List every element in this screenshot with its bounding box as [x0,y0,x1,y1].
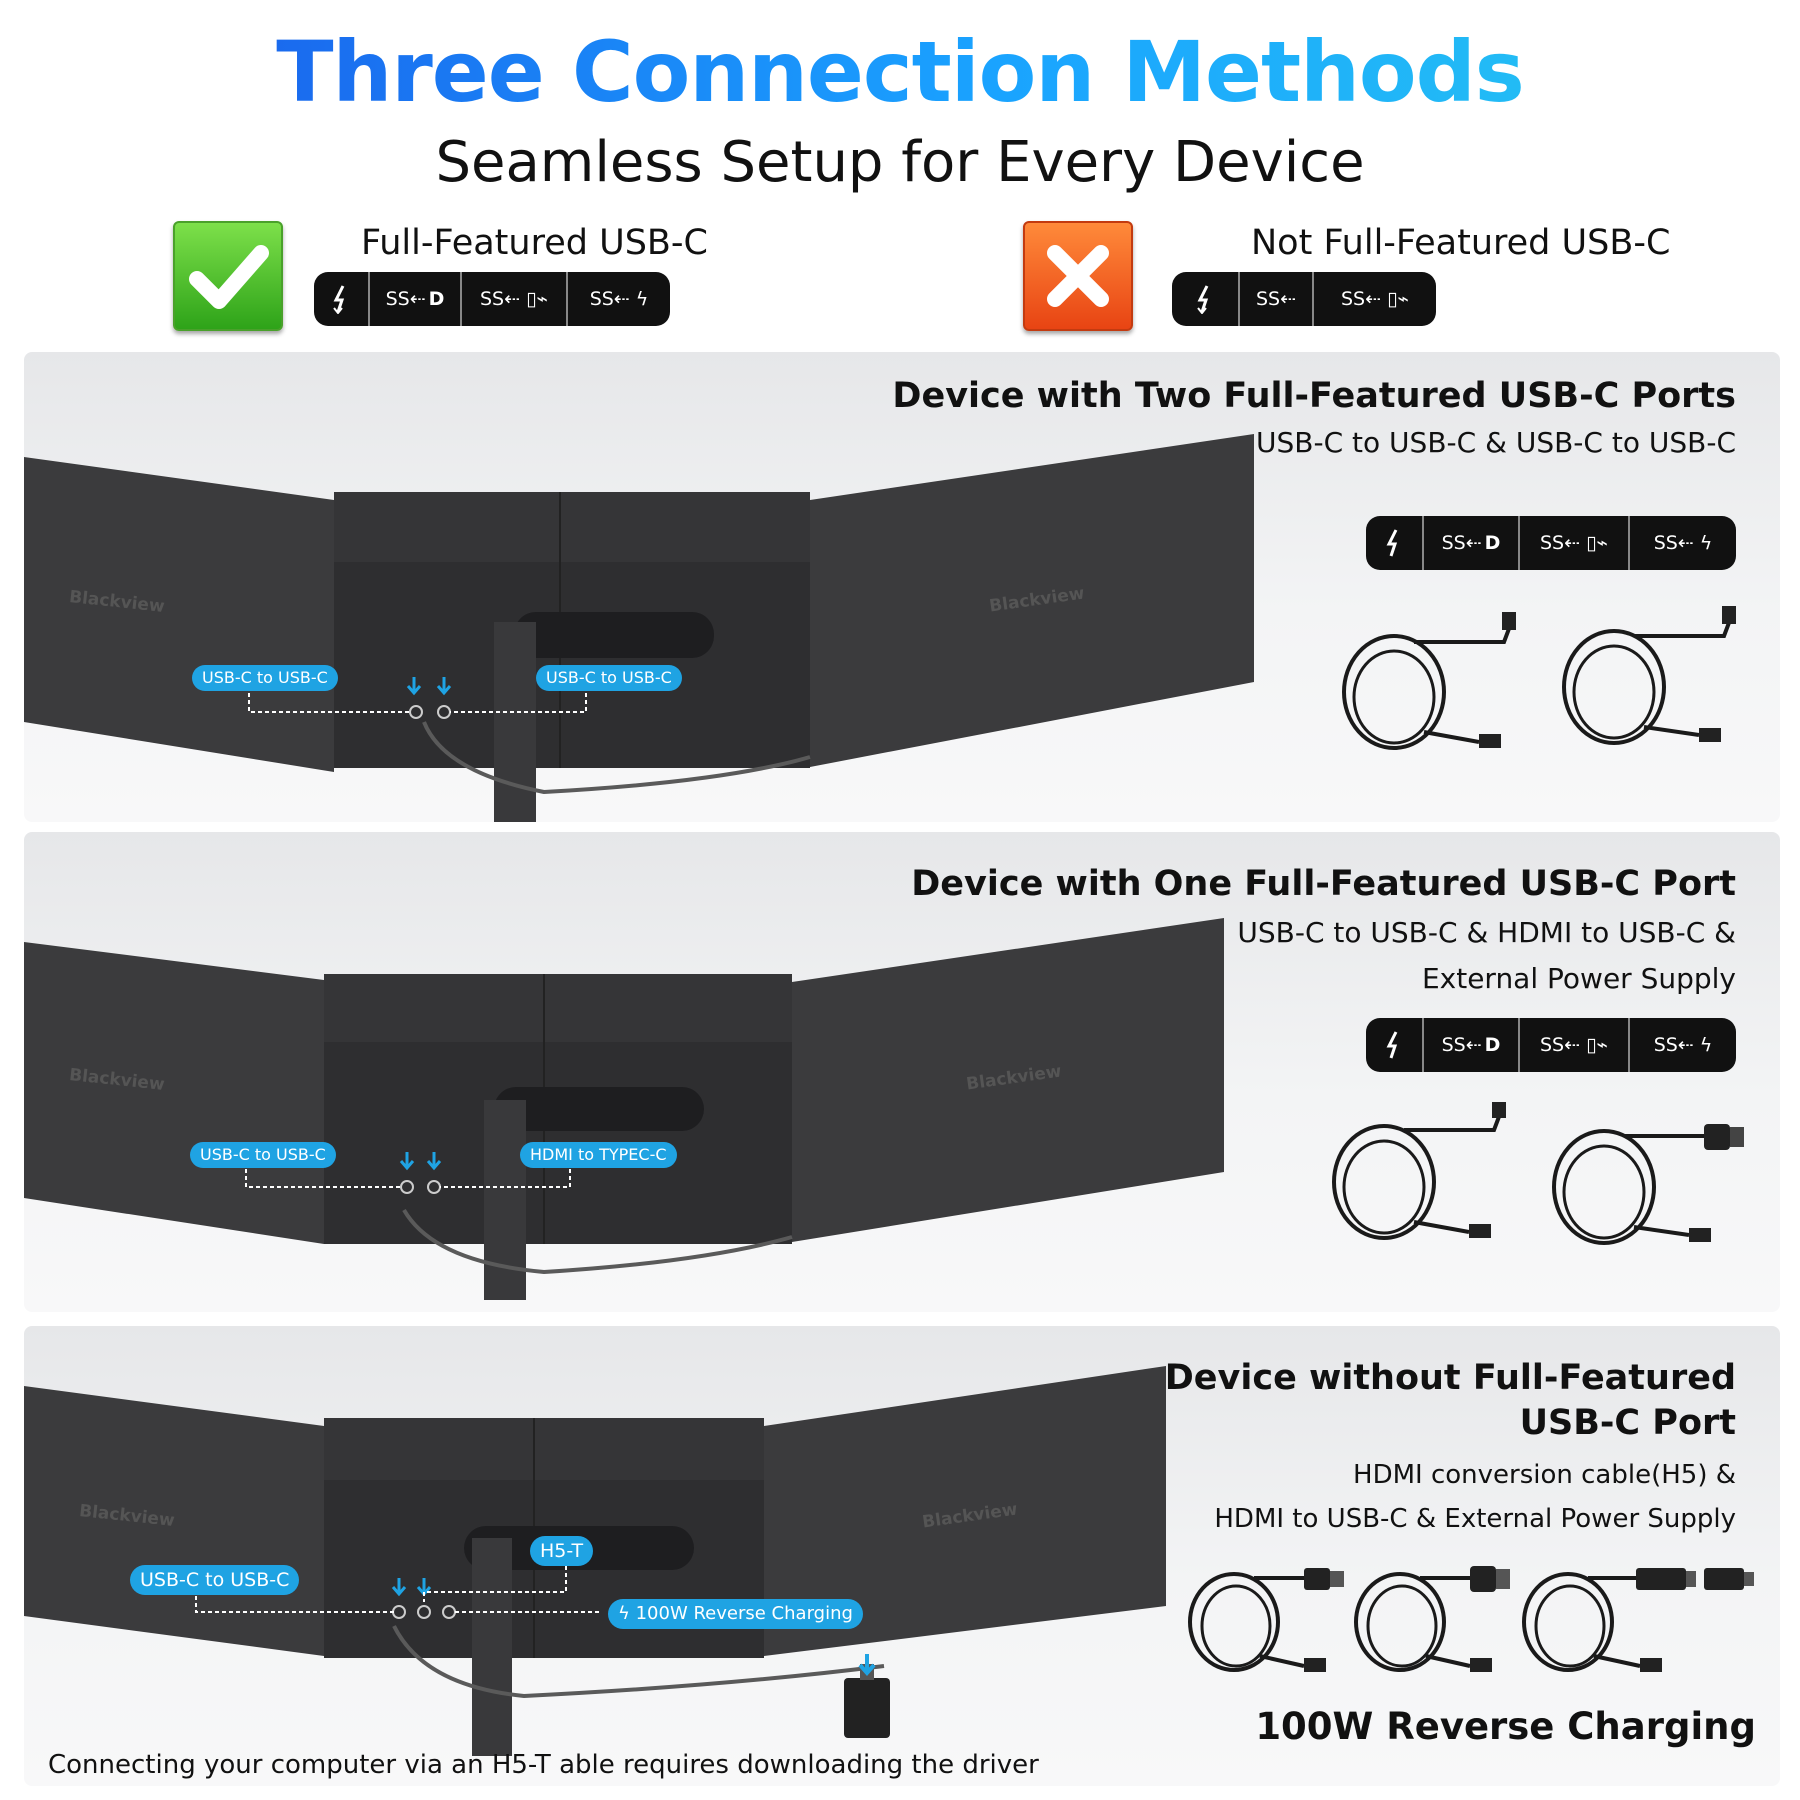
page-subtitle: Seamless Setup for Every Device [435,130,1365,195]
section-one-port: Blackview Blackview USB-C to USB-C HDMI … [24,832,1780,1312]
section-subtitle-line2: HDMI to USB-C & External Power Supply [1214,1504,1736,1534]
thunderbolt-icon [314,272,368,326]
callout-reverse-charging-text: 100W Reverse Charging [635,1603,853,1624]
thunderbolt-icon [1366,516,1422,570]
ss-power-delivery-icon: SS⇠ ▯⌁ [460,272,566,326]
full-featured-port-icons: SS⇠ D SS⇠ ▯⌁ SS⇠ ϟ [314,272,670,326]
not-full-featured-port-icons: SS⇠ SS⇠ ▯⌁ [1172,272,1436,326]
section-two-ports: Blackview Blackview USB-C to USB-C USB-C… [24,352,1780,822]
page-title: Three Connection Methods [0,22,1800,122]
triple-monitor-illustration [24,918,1224,1300]
triple-monitor-illustration [24,434,1254,822]
full-featured-label: Full-Featured USB-C [361,223,708,263]
usb-c-and-hdmi-cables-icon [1332,1102,1744,1245]
hdmi-adapter-cables-icon [1188,1566,1754,1672]
ss-charging-icon: SS⇠ ϟ [1628,516,1736,570]
section-title: Device with Two Full-Featured USB-C Port… [892,376,1736,416]
not-full-featured-label: Not Full-Featured USB-C [1251,223,1671,263]
callout-hdmi-to-typec: HDMI to TYPEC-C [520,1142,677,1168]
callout-usb-c: USB-C to USB-C [190,1142,336,1168]
cross-icon [1023,221,1133,331]
section-title-line2: USB-C Port [1519,1403,1736,1443]
check-icon [173,221,283,331]
section-title-line1: Device without Full-Featured [1164,1358,1736,1398]
section-no-port: Blackview Blackview USB-C to USB-C H5-T … [24,1326,1780,1786]
ss-displayport-icon: SS⇠ D [1422,1018,1518,1072]
section-subtitle-line1: HDMI conversion cable(H5) & [1353,1460,1736,1490]
ss-charging-icon: SS⇠ ϟ [1628,1018,1736,1072]
section-title: Device with One Full-Featured USB-C Port [911,864,1736,904]
ss-displayport-icon: SS⇠ D [1422,516,1518,570]
ss-usb-icon: SS⇠ [1238,272,1312,326]
port-icons: SS⇠ D SS⇠ ▯⌁ SS⇠ ϟ [1366,516,1736,570]
usb-c-cables-icon [1342,606,1736,750]
ss-charging-icon: SS⇠ ϟ [566,272,670,326]
callout-usb-c-left: USB-C to USB-C [192,665,338,691]
lightning-icon: ϟ [618,1603,636,1624]
section-subtitle: USB-C to USB-C & USB-C to USB-C [1256,426,1736,459]
reverse-charging-label: 100W Reverse Charging [1255,1705,1756,1748]
section-subtitle-line2: External Power Supply [1421,962,1736,995]
callout-reverse-charging: ϟ 100W Reverse Charging [608,1599,863,1629]
thunderbolt-icon [1172,272,1238,326]
driver-footnote: Connecting your computer via an H5-T abl… [48,1750,1039,1780]
thunderbolt-icon [1366,1018,1422,1072]
callout-h5-t: H5-T [530,1536,594,1566]
ss-power-delivery-icon: SS⇠ ▯⌁ [1312,272,1436,326]
port-icons: SS⇠ D SS⇠ ▯⌁ SS⇠ ϟ [1366,1018,1736,1072]
ss-displayport-icon: SS⇠ D [368,272,460,326]
section-subtitle-line1: USB-C to USB-C & HDMI to USB-C & [1237,916,1736,949]
callout-usb-c: USB-C to USB-C [130,1565,300,1595]
callout-usb-c-right: USB-C to USB-C [536,665,682,691]
ss-power-delivery-icon: SS⇠ ▯⌁ [1518,1018,1628,1072]
ss-power-delivery-icon: SS⇠ ▯⌁ [1518,516,1628,570]
